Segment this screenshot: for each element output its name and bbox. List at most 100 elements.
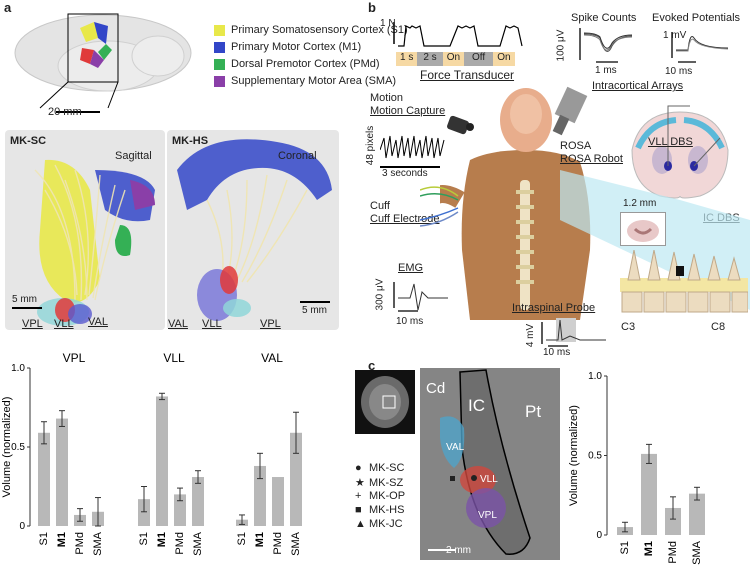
mk-sc-vll-label: VLL [54, 318, 74, 330]
top-scale-label: 20 mm [48, 106, 82, 118]
cuff-label: Cuff Electrode [370, 213, 440, 225]
evoked-title: Evoked Potentials [652, 12, 741, 24]
seconds-label: 3 seconds [382, 168, 428, 179]
legend-item-sma: Supplementary Motor Area (SMA) [214, 75, 396, 87]
legend-item-s1: Primary Somatosensory Cortex (S1) [214, 24, 408, 36]
mk-sc-scale-bar [12, 307, 42, 309]
spinal-section [620, 212, 666, 246]
tick-label-2-s1: S1 [236, 532, 248, 545]
legend-mk-sz: ★MK-SZ [355, 477, 404, 489]
mri-zoom-image [420, 368, 560, 560]
subplot-title-0: VPL [63, 351, 86, 365]
panel-label-b: b [368, 0, 376, 15]
seconds-scale-bar [380, 166, 440, 168]
val-c-label: VAL [446, 442, 465, 453]
bar-1-sma [192, 477, 204, 526]
force-transducer-label: Force Transducer [420, 68, 515, 82]
legend-item-pmd: Dorsal Premotor Cortex (PMd) [214, 58, 380, 70]
emg-x-scale: 10 ms [396, 316, 424, 327]
mri-thumbnail [355, 370, 415, 434]
evoked-y-scale: 1 mV [663, 30, 687, 41]
bar-3-m1 [641, 453, 657, 535]
vertebrae [620, 249, 749, 320]
tick-label-0-pmd: PMd [74, 532, 86, 555]
bar-2-pmd [272, 477, 284, 526]
intraspinal-label: Intraspinal Probe [512, 302, 596, 314]
tick-label-3-m1: M1 [643, 541, 655, 556]
tick-label-3-pmd: PMd [667, 541, 679, 564]
y-tick-label-3-0: 0 [596, 530, 602, 541]
cuff-label-1: Cuff [370, 200, 390, 212]
mk-hs-scale-bar [300, 301, 330, 303]
intraspinal-trace [540, 316, 610, 348]
bar-2-m1 [254, 465, 266, 526]
mk-sc-vpl-label: VPL [22, 318, 43, 330]
bar-2-sma [290, 432, 302, 526]
ic-label: IC [468, 396, 485, 415]
pixels-label: 48 pixels [365, 125, 377, 165]
intracortical-label: Intracortical Arrays [592, 80, 684, 92]
bar-1-pmd [174, 494, 186, 526]
timeline-2s: 2 s [417, 52, 443, 66]
bar-0-m1 [56, 418, 68, 526]
wires [419, 180, 460, 240]
bar-1-s1 [138, 499, 150, 526]
tick-label-3-s1: S1 [619, 541, 631, 554]
intraspinal-y-scale: 4 mV [525, 323, 537, 347]
subplot-title-1: VLL [163, 351, 185, 365]
y-tick-label-0-1: 0.5 [11, 442, 25, 453]
legend-mk-sc: ●MK-SC [355, 462, 405, 474]
y-tick-label-3-1: 0.5 [588, 451, 602, 462]
pt-label: Pt [525, 402, 542, 421]
tick-label-0-s1: S1 [38, 532, 50, 545]
motion-trace [379, 130, 450, 164]
y-tick-label-0-2: 1.0 [11, 363, 25, 374]
force-trace [380, 10, 530, 65]
emg-y-wrap: 300 μV [373, 274, 387, 314]
evoked-x-scale: 10 ms [665, 66, 693, 77]
mk-hs-coronal-image [167, 130, 339, 330]
timeline-on-2: On [493, 52, 515, 66]
y-axis-label-0: Volume (normalized) [1, 397, 13, 498]
c8-label: C8 [711, 321, 726, 333]
legend-mk-op: +MK-OP [355, 490, 406, 502]
tick-label-1-m1: M1 [156, 532, 168, 547]
emg-y-scale: 300 μV [374, 278, 386, 310]
subject-legend: ●MK-SC ★MK-SZ +MK-OP ■MK-HS ▲MK-JC [355, 462, 425, 542]
spike-y-scale: 100 μV [555, 29, 567, 61]
pixels-label-wrap: 48 pixels [364, 122, 378, 168]
timeline-1s: 1 s [396, 52, 418, 66]
y-tick-label-0-0: 0 [19, 521, 25, 532]
tick-label-3-sma: SMA [691, 540, 703, 565]
intraspinal-x-scale: 10 ms [543, 347, 571, 358]
mk-hs-scale: 5 mm [302, 305, 327, 316]
subplot-title-2: VAL [261, 351, 283, 365]
c3-label: C3 [621, 321, 636, 333]
mk-hs-title: MK-HS [172, 135, 209, 147]
timeline-on-1: On [442, 52, 465, 66]
tick-label-2-pmd: PMd [272, 532, 284, 555]
tick-label-2-sma: SMA [290, 531, 302, 556]
rosa-label: ROSA Robot [560, 153, 623, 165]
spike-y-scale-wrap: 100 μV [554, 20, 568, 70]
mk-sc-scale: 5 mm [12, 294, 37, 305]
tick-label-1-s1: S1 [138, 532, 150, 545]
vll-dbs-label: VLL DBS [648, 136, 693, 148]
cd-label: Cd [426, 380, 446, 397]
mri-scale-label: 2 mm [446, 545, 471, 556]
camera-icon [446, 114, 476, 136]
rosa-robot-icon [540, 86, 600, 136]
evoked-trace [668, 26, 738, 66]
panel-label-c: c [368, 358, 376, 373]
vpl-c-label: VPL [478, 510, 497, 521]
y-tick-label-3-2: 1.0 [588, 371, 602, 382]
tick-label-0-m1: M1 [56, 532, 68, 547]
motion-capture-label: Motion Capture [370, 105, 446, 117]
mk-hs-view: Coronal [278, 150, 317, 162]
emg-trace [392, 278, 452, 314]
tick-label-1-pmd: PMd [174, 532, 186, 555]
legend-mk-jc: ▲MK-JC [355, 518, 403, 530]
motion-capture-label-1: Motion [370, 92, 404, 104]
